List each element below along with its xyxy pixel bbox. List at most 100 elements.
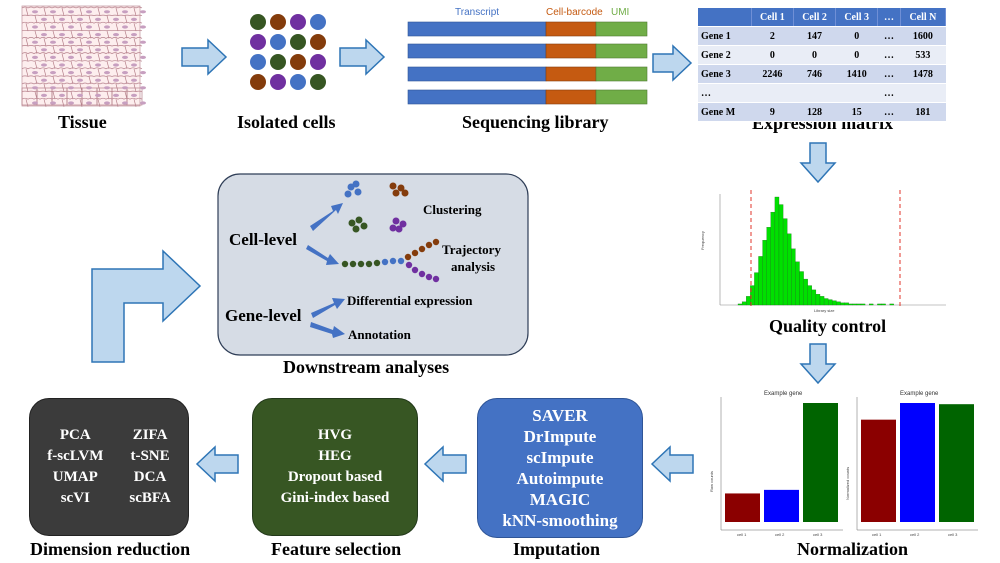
matrix-header-cell (698, 8, 752, 27)
tissue-nucleus (41, 78, 47, 82)
tissue-nucleus (59, 63, 65, 67)
tissue-layer-line (21, 14, 143, 16)
tissue-cell-wall (25, 23, 29, 31)
tissue-nucleus (59, 93, 65, 97)
tissue-cell-wall (115, 7, 119, 16)
tissue-cell-wall (133, 23, 137, 31)
tissue-cell-wall (133, 99, 137, 107)
tissue-nucleus (77, 17, 83, 21)
norm-raw-tick: cell 3 (813, 532, 823, 537)
norm-raw-ylabel: Raw counts (709, 471, 714, 492)
matrix-row: Gene 2 0 0 0 … 533 (698, 45, 946, 65)
tissue-nucleus (95, 17, 101, 21)
matrix-cell: 128 (793, 102, 836, 122)
raw-count-bar (725, 493, 760, 522)
tissue-nucleus (122, 40, 128, 44)
tissue-nucleus (86, 40, 92, 44)
matrix-header-cell: … (877, 8, 901, 27)
tissue-nucleus (122, 25, 128, 29)
norm-normalized-title: Example gene (900, 391, 939, 397)
tissue-cell-wall (115, 38, 119, 47)
matrix-cell: … (877, 83, 901, 103)
tissue-cell-wall (61, 7, 65, 16)
dimred-method: PCA (59, 427, 91, 443)
qc-histogram-bar (860, 303, 866, 306)
qc-histogram-bar (823, 298, 829, 306)
qc-histogram-bar (774, 196, 780, 306)
downstream-gene-level: Gene-level (225, 306, 302, 325)
qc-histogram-bar (766, 227, 771, 306)
qc-histogram-bar (762, 240, 767, 306)
tissue-nucleus (140, 101, 146, 105)
step-label-imputation: Imputation (513, 539, 601, 559)
matrix-cell (751, 83, 794, 103)
dimred-method: scBFA (129, 490, 171, 506)
qc-histogram-bar (795, 261, 800, 306)
norm-raw-tick: cell 1 (737, 532, 747, 537)
read-barcode-segment (545, 43, 597, 59)
matrix-row: … … (698, 83, 946, 103)
matrix-row: Gene 1 2 147 0 … 1600 (698, 26, 946, 46)
arrow-matrix-to-qc (799, 142, 837, 184)
tissue-nucleus (122, 101, 128, 105)
qc-histogram-bar (754, 272, 759, 306)
raw-count-bar (803, 403, 838, 522)
tissue-nucleus (104, 71, 110, 75)
imputation-method: MAGIC (529, 490, 591, 509)
qc-histogram-bar (819, 296, 825, 306)
matrix-cell (793, 83, 836, 103)
tissue-nucleus (59, 48, 65, 52)
read-transcript-segment (407, 66, 547, 82)
tissue-nucleus (41, 17, 47, 21)
read-barcode-segment (545, 21, 597, 37)
tissue-layer-line (21, 52, 143, 55)
downstream-arrows (306, 203, 345, 338)
norm-raw-tick: cell 2 (775, 532, 785, 537)
tissue-layer-line (21, 37, 143, 39)
tissue-cell-wall (115, 23, 119, 31)
isolated-cell (310, 34, 326, 50)
matrix-cell (900, 83, 946, 103)
read-barcode-segment (545, 66, 597, 82)
tissue-cell-wall (25, 38, 29, 47)
tissue-nucleus (131, 93, 137, 97)
isolated-cell (290, 74, 306, 90)
tissue-cell-wall (61, 99, 65, 107)
tissue-layer-line (21, 82, 143, 85)
tissue-nucleus (77, 78, 83, 82)
qc-histogram-bar (746, 296, 751, 306)
feature-method: HVG (317, 427, 353, 443)
arrow-feature-to-dimred (195, 445, 239, 483)
tissue-cell-wall (97, 99, 101, 107)
isolated-cell (250, 74, 266, 90)
tissue-nucleus (41, 93, 47, 97)
qc-histogram-bar (787, 233, 792, 306)
tissue-nucleus (32, 86, 38, 90)
tissue-nucleus (104, 86, 110, 90)
matrix-cell: 1600 (900, 26, 946, 46)
qc-histogram-bar (741, 301, 747, 306)
tissue-nucleus (131, 48, 137, 52)
dimred-method: t-SNE (130, 448, 170, 464)
tissue-nucleus (41, 33, 47, 37)
step-label-isolated-cells: Isolated cells (237, 112, 336, 132)
tissue-nucleus (59, 78, 65, 82)
dimred-method: ZIFA (132, 427, 168, 443)
downstream-box (217, 173, 529, 356)
tissue-nucleus (113, 17, 119, 21)
tissue-nucleus (122, 86, 128, 90)
read-transcript-segment (407, 89, 547, 105)
imputation-method: kNN-smoothing (502, 511, 618, 530)
matrix-cell: 746 (793, 64, 836, 84)
qc-histogram-bar (852, 303, 858, 306)
tissue-nucleus (68, 40, 74, 44)
tissue-nucleus (95, 93, 101, 97)
dimension-reduction-box: PCA f-scLVM UMAP scVI ZIFA t-SNE DCA scB… (29, 398, 189, 536)
isolated-cell (290, 14, 306, 30)
tissue-nucleus (50, 71, 56, 75)
norm-normalized-tick: cell 1 (872, 532, 882, 537)
matrix-cell: 0 (835, 26, 878, 46)
normalized-count-bar (861, 419, 896, 522)
dimred-left-column: PCA f-scLVM UMAP scVI (47, 425, 103, 509)
